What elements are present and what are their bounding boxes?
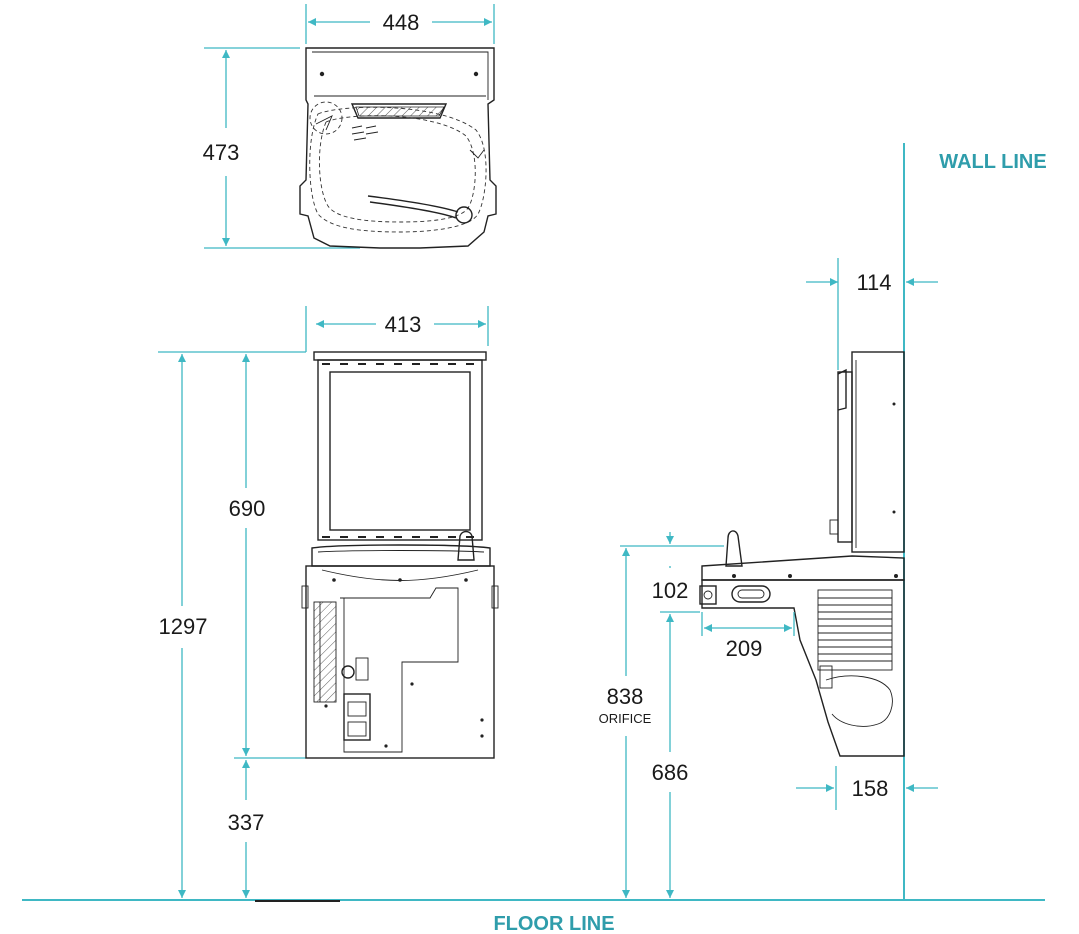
floor-line-label: FLOOR LINE	[493, 913, 614, 934]
dim-bubbler-height	[620, 532, 724, 613]
side-view	[699, 351, 905, 757]
dim-bowl-projection-label: 209	[726, 636, 763, 661]
dim-bowl-projection	[701, 612, 795, 636]
dim-rim-height-label: 686	[652, 760, 689, 785]
dim-floor-to-unit-label: 337	[228, 810, 265, 835]
dim-orifice-height-label: 838	[607, 684, 644, 709]
dim-wall-offset-bottom-label: 158	[852, 776, 889, 801]
dim-wall-offset-top	[806, 258, 938, 370]
front-view	[158, 306, 499, 759]
vent-louvers	[817, 589, 893, 671]
top-view	[204, 4, 497, 249]
floor-line	[22, 899, 1045, 902]
dim-front-width-label: 413	[385, 312, 422, 337]
wall-line-label: WALL LINE	[939, 151, 1046, 173]
dim-wall-offset-top-label: 114	[856, 270, 891, 295]
dim-overall-height-label: 1297	[159, 614, 208, 639]
dim-orifice-caption: ORIFICE	[599, 711, 652, 726]
dim-bubbler-height-label: 102	[652, 578, 689, 603]
dim-top-width-label: 448	[383, 10, 420, 35]
dim-wall-offset-bottom	[796, 766, 938, 810]
dim-top-depth-label: 473	[203, 140, 240, 165]
dim-front-upper-height-label: 690	[229, 496, 266, 521]
